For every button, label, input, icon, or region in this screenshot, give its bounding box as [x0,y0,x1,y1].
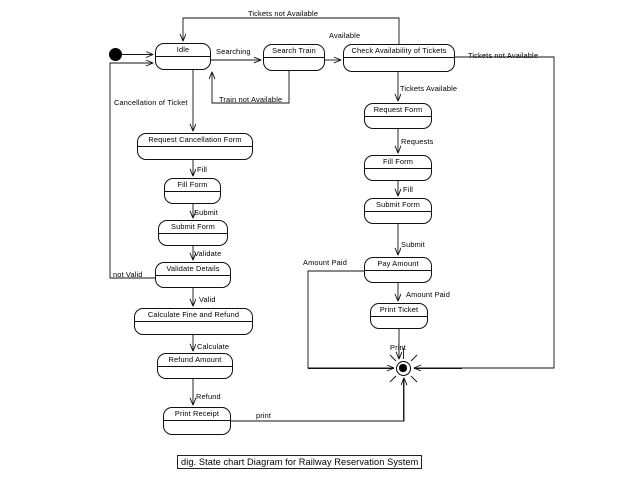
state-print-receipt[interactable]: Print Receipt [163,407,231,435]
state-body [344,58,454,71]
final-state-inner-dot [399,364,407,372]
state-body [135,322,252,334]
transition-label-tickets-available: Tickets Available [400,84,458,93]
state-label: Idle [156,44,210,57]
state-body [264,58,324,70]
transition-label-tickets-not-available-right: Tickets not Available [468,51,539,60]
transition-label-refund: Refund [196,392,221,401]
transition-label-available: Available [329,31,361,40]
state-body [365,271,431,282]
transition-label-print-receipt-final: print [256,411,272,420]
state-label: Request Form [365,104,431,117]
transition-label-fill-right: Fill [403,185,414,194]
transition-label-not-valid: not Valid [113,270,143,279]
state-label: Print Receipt [164,408,230,421]
state-refund-amount[interactable]: Refund Amount [157,353,233,379]
state-body [158,367,232,378]
state-body [165,192,220,203]
state-submit-form-cancellation[interactable]: Submit Form [158,220,228,246]
state-body [365,169,431,180]
transition-label-valid: Valid [199,295,216,304]
edge-not-valid [109,63,155,279]
state-check-availability-of-tickets[interactable]: Check Availability of Tickets [343,44,455,72]
state-body [159,234,227,245]
state-fill-form-reservation[interactable]: Fill Form [364,155,432,181]
state-label: Print Ticket [371,304,427,317]
transition-label-searching: Searching [216,47,251,56]
state-label: Submit Form [159,221,227,234]
state-label: Submit Form [365,199,431,212]
state-label: Request Cancellation Form [138,134,252,147]
edge-tickets-not-available-top [183,17,400,44]
state-label: Search Train [264,45,324,58]
state-label: Fill Form [365,156,431,169]
edge-print-receipt-final [231,378,404,422]
state-body [156,276,230,287]
transition-label-amount-paid-final: Amount Paid [303,258,347,267]
final-state-icon [396,361,411,376]
transition-label-train-not-available: Train not Available [219,95,283,104]
edge-train-not-available [212,71,290,104]
initial-state-icon [109,48,122,61]
state-request-cancellation-form[interactable]: Request Cancellation Form [137,133,253,160]
state-calculate-fine-and-refund[interactable]: Calculate Fine and Refund [134,308,253,335]
transition-label-requests: Requests [401,137,434,146]
transition-label-submit-right: Submit [401,240,425,249]
state-body [138,147,252,159]
state-body [365,212,431,223]
diagram-caption: dig. State chart Diagram for Railway Res… [177,455,423,469]
state-label: Check Availability of Tickets [344,45,454,58]
transition-label-amount-paid-print-ticket: Amount Paid [406,290,450,299]
state-search-train[interactable]: Search Train [263,44,325,71]
state-submit-form-reservation[interactable]: Submit Form [364,198,432,224]
state-pay-amount[interactable]: Pay Amount [364,257,432,283]
state-label: Validate Details [156,263,230,276]
state-body [156,57,210,69]
state-fill-form-cancellation[interactable]: Fill Form [164,178,221,204]
edge-tickets-not-available-right [414,56,555,368]
transition-label-print: Print [390,343,406,352]
state-label: Calculate Fine and Refund [135,309,252,322]
state-label: Fill Form [165,179,220,192]
state-body [164,421,230,434]
state-label: Refund Amount [158,354,232,367]
state-body [371,317,427,328]
transition-label-calculate: Calculate [197,342,230,351]
final-state-burst [308,348,462,421]
transition-label-submit-left: Submit [194,208,218,217]
state-request-form[interactable]: Request Form [364,103,432,129]
transition-label-fill-left: Fill [197,165,208,174]
state-body [365,117,431,128]
transition-label-tickets-not-available-top: Tickets not Available [248,9,319,18]
transition-label-cancellation-of-ticket: Cancellation of Ticket [114,98,188,107]
state-idle[interactable]: Idle [155,43,211,70]
state-validate-details[interactable]: Validate Details [155,262,231,288]
state-print-ticket[interactable]: Print Ticket [370,303,428,329]
state-label: Pay Amount [365,258,431,271]
transition-label-validate: Validate [194,249,222,258]
edge-amount-paid-final [307,270,394,368]
